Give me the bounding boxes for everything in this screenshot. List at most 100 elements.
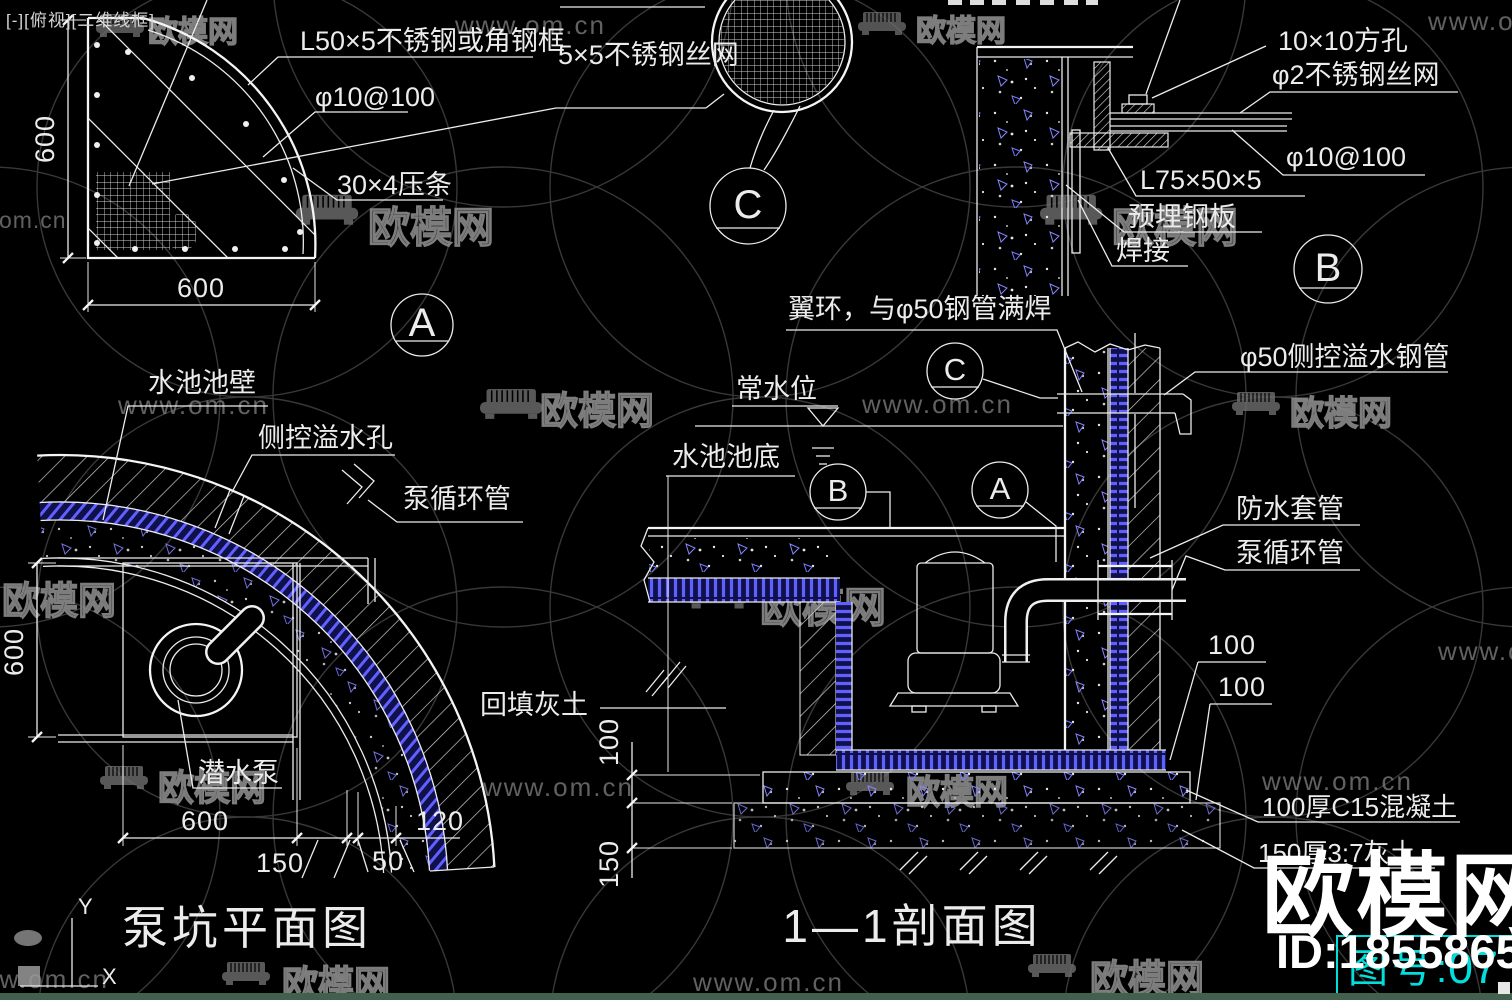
- floor-concrete: [649, 538, 839, 580]
- mesh-fill: [720, 0, 844, 104]
- overflow-label: 侧控溢水孔: [258, 423, 393, 453]
- ucs-x-label: X: [102, 964, 117, 989]
- lime-soil-layer: [733, 802, 1221, 849]
- dim-100a: 100: [1208, 630, 1256, 660]
- sleeve-label: 防水套管: [1236, 494, 1344, 524]
- weld-label: 焊接: [1116, 236, 1170, 266]
- dim-150: 150: [256, 848, 304, 878]
- section-1-1: 常水位 翼环，与φ50钢管满焊 水池池底 φ50侧控溢水钢管 防水套管 泵循环管…: [480, 294, 1460, 952]
- c15-concrete-slab: [762, 771, 1191, 804]
- watermark-brand: 欧模网: [2, 581, 116, 623]
- wall-concrete: [1066, 350, 1108, 752]
- watermark-brand: 欧模网: [916, 15, 1006, 48]
- dim-bottom: 600: [181, 806, 229, 836]
- detail-marker-c: C: [709, 167, 787, 245]
- overflow-pipe-label: φ50侧控溢水钢管: [1240, 342, 1450, 372]
- svg-text:C: C: [734, 183, 763, 227]
- section-title: 1—1剖面图: [782, 900, 1041, 952]
- svg-text:A: A: [409, 301, 436, 345]
- watermark-url: www.om.cn: [454, 10, 606, 40]
- svg-text:A: A: [990, 471, 1011, 506]
- site-overlay-watermark: 欧模网 ID:1855865: [1262, 846, 1512, 978]
- break-edge: [640, 527, 655, 603]
- viewport-controls[interactable]: [-][俯视][二维线框]: [6, 11, 155, 30]
- wall-top-break: [1064, 341, 1161, 353]
- wall-finish-hatch: [1128, 348, 1160, 752]
- embedded-plate: [1071, 129, 1081, 254]
- dim-left: 600: [0, 628, 29, 676]
- overlay-id: ID:1855865: [1276, 925, 1512, 978]
- circpipe-label: 泵循环管: [403, 484, 511, 514]
- dim-width: 600: [177, 273, 225, 303]
- wall-label: 水池池壁: [148, 368, 256, 398]
- pump-pit-plan: 水池池壁 侧控溢水孔 泵循环管 潜水泵 600 600 120 150 50 泵…: [0, 368, 523, 954]
- circpipe-label: 泵循环管: [1236, 538, 1344, 568]
- svg-text:B: B: [1315, 246, 1342, 290]
- pit-wall-waterproofing: [836, 602, 852, 755]
- dim-height: 600: [30, 115, 60, 163]
- watermark-url: www.om.cn: [861, 389, 1013, 419]
- clipped-label-top: [948, 0, 1098, 5]
- watermark-brand: 欧模网: [1112, 204, 1238, 251]
- floor-waterproofing: [648, 578, 840, 602]
- section-marker-a: A: [971, 461, 1029, 519]
- pump-label: 潜水泵: [198, 758, 279, 788]
- pit-outline: [122, 562, 298, 738]
- detail-b-edge-section: 10×10方孔 φ2不锈钢丝网 φ10@100 L75×50×5 预埋钢板 焊接…: [948, 0, 1458, 304]
- concrete-fill: [979, 59, 1061, 296]
- svg-text:B: B: [828, 473, 849, 508]
- angle-label: L75×50×5: [1140, 165, 1262, 195]
- circulation-pipe: [1006, 580, 1186, 662]
- mesh-label: 5×5不锈钢丝网: [558, 40, 739, 70]
- backfill-label: 回填灰土: [480, 690, 588, 720]
- resize-grip[interactable]: [1498, 982, 1510, 994]
- watermark-url: www.om.cn: [1427, 6, 1512, 36]
- lime-label: 150厚3:7灰土: [1258, 838, 1416, 868]
- watermark-url: www.om.cn: [1261, 766, 1413, 796]
- section-marker-c: C: [926, 342, 984, 400]
- watermark-brand: 欧模网: [540, 391, 654, 433]
- hole-label: 10×10方孔: [1278, 26, 1408, 56]
- svg-text:C: C: [944, 352, 966, 387]
- submersible-pump-plan: [148, 605, 265, 718]
- ucs-y-label: Y: [78, 894, 93, 919]
- floor-label: 水池池底: [672, 442, 780, 472]
- batten-label: 30×4压条: [337, 170, 452, 200]
- overflow-pipe: [1057, 333, 1192, 508]
- sheet-number: 07: [1448, 942, 1498, 993]
- watermark-url: www.om.cn: [1437, 636, 1512, 666]
- plan-title: 泵坑平面图: [122, 902, 372, 954]
- concrete-label: 100厚C15混凝土: [1262, 792, 1457, 822]
- plate-label: 预埋钢板: [1128, 202, 1236, 232]
- overlay-brand: 欧模网: [1262, 846, 1512, 948]
- rebar-label: φ10@100: [315, 82, 435, 112]
- backfill-marks: [645, 661, 687, 697]
- detail-marker-b: B: [1293, 234, 1363, 304]
- dim-v100: 100: [594, 718, 624, 766]
- ucs-icon: Y X: [14, 894, 117, 989]
- mesh-detail: 5×5不锈钢丝网 C: [128, 0, 854, 245]
- pool-wall-hatch: [37, 455, 495, 870]
- title-block: 图号: 07: [1336, 935, 1512, 995]
- pit-floor-waterproofing: [836, 750, 1166, 770]
- watermark-brand: 欧模网: [1290, 395, 1392, 433]
- watermark-url: www.om.cn: [0, 964, 109, 994]
- watermark-url: www.om.cn: [482, 772, 634, 802]
- rivet-dots: [94, 42, 303, 252]
- rebar-label: φ10@100: [1286, 142, 1406, 172]
- watermark-brand: 欧模网: [368, 204, 494, 251]
- sheet-label: 图号:: [1348, 947, 1451, 991]
- ground-hatch: [899, 851, 1118, 875]
- water-level-label: 常水位: [736, 374, 817, 404]
- watermark-url: www.om.cn: [692, 967, 844, 997]
- dim-v150: 150: [594, 840, 624, 888]
- mesh-label: φ2不锈钢丝网: [1272, 60, 1440, 90]
- submersible-pump: [888, 551, 1020, 713]
- dim-100b: 100: [1218, 672, 1266, 702]
- statusbar-edge: [0, 993, 1512, 1000]
- wall-waterproofing: [1110, 348, 1128, 752]
- pit-left-wall: [799, 601, 837, 756]
- wing-label: 翼环，与φ50钢管满焊: [788, 294, 1052, 324]
